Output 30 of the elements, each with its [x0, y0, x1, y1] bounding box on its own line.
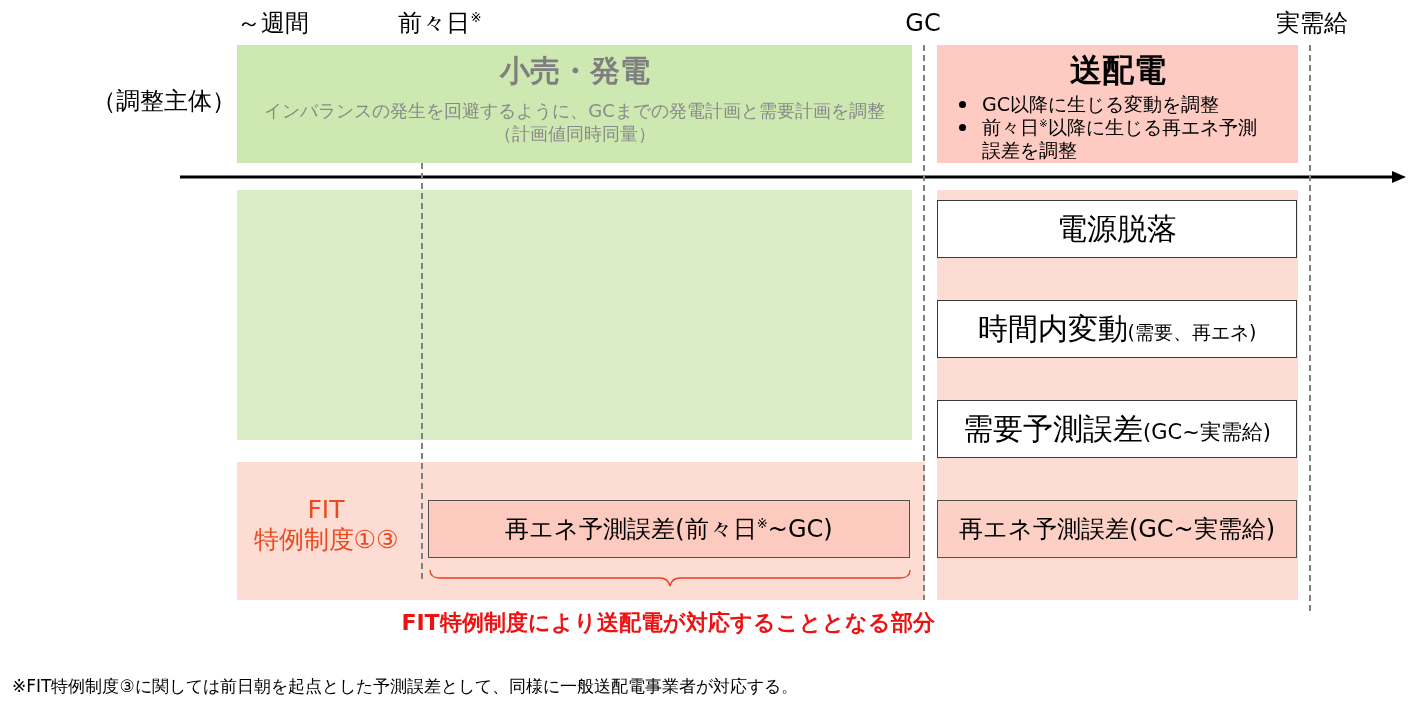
- panel: [937, 45, 1298, 163]
- timeline-label: ～週間: [237, 8, 309, 38]
- category-note: (需要、再エネ): [1127, 320, 1257, 343]
- category-label: 再エネ予測誤差(前々日$^{※}$~GC): [505, 515, 833, 543]
- panel-heading: 送配電: [1069, 51, 1166, 90]
- footnote-text: ※FIT特例制度③に関しては前日朝を起点とした予測誤差として、同様に一般送配電事業者が対応する。: [12, 676, 798, 698]
- category-note: (GC~実需給): [1143, 419, 1271, 444]
- category-box: [937, 400, 1297, 458]
- panel: [237, 45, 912, 163]
- category-box: [937, 500, 1297, 558]
- panel-heading: 小売・発電: [499, 53, 650, 89]
- category-box: [937, 200, 1297, 258]
- category-label: 需要予測誤差: [963, 410, 1144, 446]
- category-box: [937, 300, 1297, 358]
- timeline-label: 実需給: [1276, 8, 1348, 38]
- category-label: 電源脱落: [1057, 210, 1177, 246]
- annotation-text: FIT特例制度により送配電が対応することとなる部分: [401, 609, 935, 637]
- category-label: 時間内変動: [977, 310, 1128, 346]
- category-label: 再エネ予測誤差(GC~実需給): [958, 515, 1276, 543]
- bullet-text: GC以降に生じる変動を調整: [982, 93, 1219, 117]
- band-label: FIT 特例制度①③: [252, 495, 400, 555]
- row-heading: （調整主体）: [92, 86, 236, 116]
- category-box: [428, 500, 910, 558]
- timeline-label: GC: [905, 8, 941, 38]
- band-background: [237, 462, 925, 600]
- timeline-label: 前々日$^{※}$: [398, 8, 482, 38]
- bullet-text: 前々日$^{※}$以降に生じる再エネ予測誤差を調整: [982, 116, 1258, 162]
- shaded-panel: [237, 190, 912, 440]
- column-background: [937, 190, 1298, 600]
- panel-description: インバランスの発生を回避するように、GCまでの発電計画と需要計画を調整（計画値同時同量）: [263, 99, 886, 146]
